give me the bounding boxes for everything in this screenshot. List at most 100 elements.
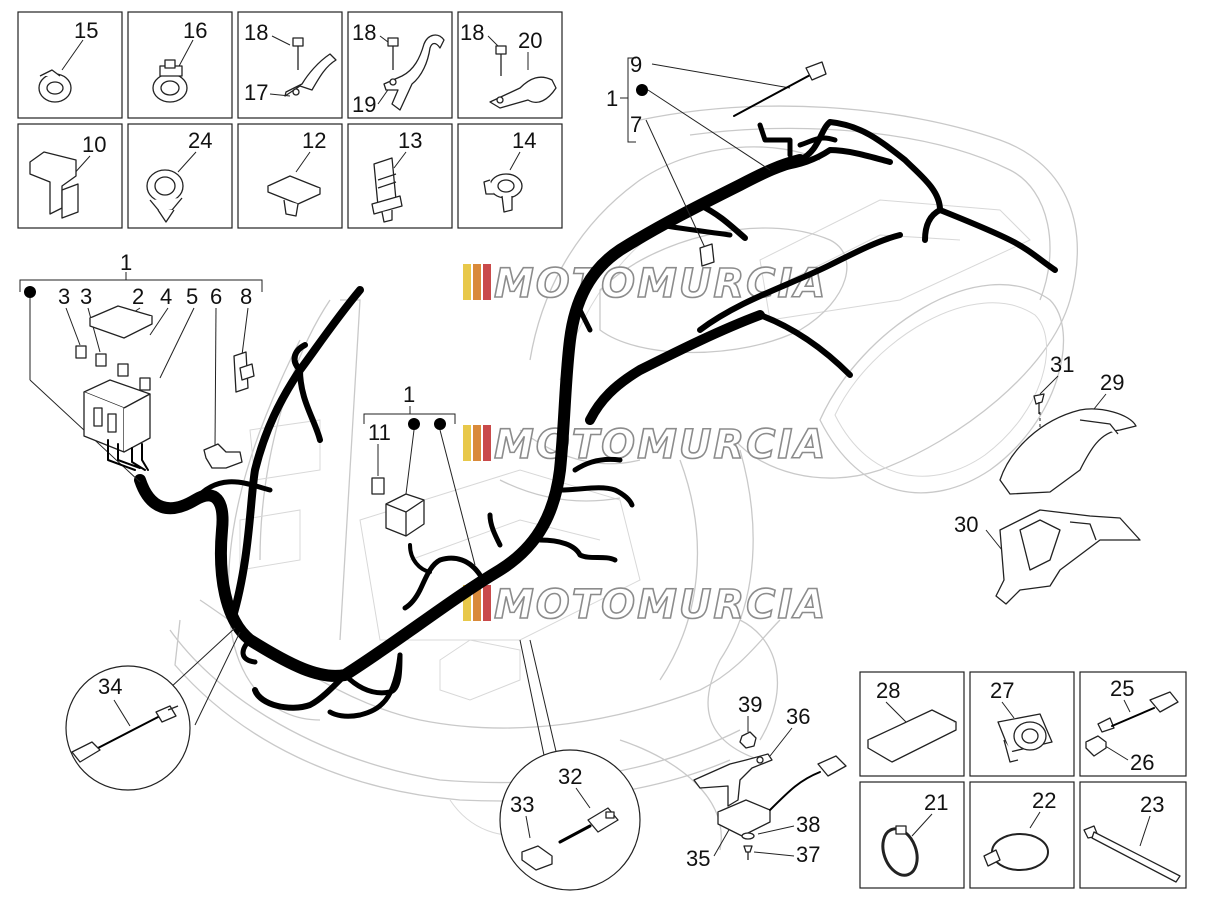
callout-8: 8 — [240, 284, 252, 309]
nut-39-icon — [739, 731, 757, 749]
callout-35: 35 — [686, 846, 710, 871]
callout-18c: 18 — [460, 20, 484, 45]
group-9-7: 9 1 7 — [606, 52, 827, 267]
sensor-34-icon — [71, 705, 179, 763]
callout-25: 25 — [1110, 676, 1134, 701]
callout-5: 5 — [186, 284, 198, 309]
callout-21: 21 — [924, 790, 948, 815]
bracket-36-icon — [693, 753, 773, 807]
part-box-16: 16 — [127, 11, 233, 119]
part-box-24: 24 — [127, 123, 233, 229]
cable-tie-23-icon — [1083, 825, 1181, 883]
part-box-23: 23 — [1079, 781, 1187, 889]
callout-6: 6 — [210, 284, 222, 309]
fuse-holder-icon — [385, 493, 425, 537]
part-box-17-18: 18 17 — [237, 11, 343, 119]
callout-34: 34 — [98, 674, 122, 699]
plug-26-icon — [1085, 735, 1107, 757]
callout-22: 22 — [1032, 788, 1056, 813]
svg-text:MOTOMURCIA: MOTOMURCIA — [494, 422, 827, 468]
callout-16: 16 — [183, 18, 207, 43]
callout-19: 19 — [352, 92, 376, 117]
clip-13-icon — [371, 157, 403, 223]
plug-33-icon — [521, 845, 553, 871]
callout-17: 17 — [244, 80, 268, 105]
pad-28-icon — [867, 709, 957, 763]
callout-12: 12 — [302, 128, 326, 153]
part-box-14: 14 — [457, 123, 563, 229]
callout-31: 31 — [1050, 352, 1074, 377]
svg-text:MOTOMURCIA: MOTOMURCIA — [494, 582, 827, 628]
callout-2: 2 — [132, 284, 144, 309]
part-box-18-20: 18 20 — [457, 11, 563, 119]
bullet-dot — [434, 418, 446, 430]
fuse-box-cover-icon — [89, 305, 153, 339]
clip-7-icon — [699, 243, 715, 267]
screw-37-icon — [743, 845, 753, 860]
callout-3b: 3 — [80, 284, 92, 309]
callout-15: 15 — [74, 18, 98, 43]
bracket-20-icon — [489, 45, 557, 109]
callout-37: 37 — [796, 842, 820, 867]
clamp-16-icon — [152, 59, 188, 103]
part-box-10: 10 — [17, 123, 123, 229]
callout-9: 9 — [630, 52, 642, 77]
detail-circle-34: 34 — [65, 627, 241, 791]
part-box-15: 15 — [17, 11, 123, 119]
callout-4: 4 — [160, 284, 172, 309]
part-box-22: 22 — [969, 781, 1075, 889]
clip-8-icon — [233, 351, 255, 393]
fuse-icon — [75, 345, 151, 391]
part-box-13: 13 — [347, 123, 453, 229]
part-box-27: 27 — [969, 671, 1075, 777]
callout-3a: 3 — [58, 284, 70, 309]
group-1-fuse-box: 1 3 3 2 4 5 6 8 — [19, 250, 263, 483]
callout-18b: 18 — [352, 20, 376, 45]
callout-30: 30 — [954, 512, 978, 537]
callout-23: 23 — [1140, 792, 1164, 817]
washer-38-icon — [741, 832, 755, 840]
callout-36: 36 — [786, 704, 810, 729]
plug-12-icon — [267, 175, 321, 217]
connector-32-icon — [558, 807, 619, 844]
cable-tie-21-icon — [881, 825, 919, 877]
svg-text:MOTOMURCIA: MOTOMURCIA — [494, 261, 827, 307]
group-1-center: 1 11 — [363, 382, 476, 566]
screw-31-icon — [1033, 393, 1045, 414]
callout-10: 10 — [82, 132, 106, 157]
watermark-3: MOTOMURCIA — [463, 581, 827, 629]
callout-33: 33 — [510, 792, 534, 817]
detail-circle-32-33: 32 33 — [499, 639, 641, 891]
wire-25-icon — [1097, 691, 1179, 733]
clip-14-icon — [483, 173, 523, 213]
clip-15-icon — [38, 69, 72, 103]
callout-13: 13 — [398, 128, 422, 153]
fuse-box-body-icon — [83, 379, 151, 471]
cable-tie-22-icon — [983, 833, 1049, 871]
part-box-18-19: 18 19 — [347, 11, 453, 119]
bullet-dot — [24, 286, 36, 298]
callout-1-top: 1 — [606, 86, 618, 111]
callout-7: 7 — [630, 112, 642, 137]
callout-24: 24 — [188, 128, 212, 153]
bracket-17-icon — [284, 37, 337, 97]
bracket-30-icon — [995, 509, 1141, 605]
part-box-21: 21 — [859, 781, 965, 889]
module-35-icon — [717, 755, 847, 837]
part-box-12: 12 — [237, 123, 343, 229]
relay-holder-6-icon — [203, 443, 243, 469]
bracket-19-icon — [383, 34, 445, 111]
callout-29: 29 — [1100, 370, 1124, 395]
clip-24-icon — [146, 169, 184, 223]
callout-1-left: 1 — [120, 250, 132, 275]
callout-20: 20 — [518, 28, 542, 53]
bullet-dot — [408, 418, 420, 430]
callout-11: 11 — [368, 420, 391, 445]
watermark-2: MOTOMURCIA — [463, 421, 827, 469]
part-box-28: 28 — [859, 671, 965, 777]
main-wiring-harness — [134, 119, 1058, 719]
cover-29-icon — [999, 408, 1137, 495]
bullet-dot — [636, 84, 648, 96]
cable-tie-9-icon — [733, 61, 827, 117]
